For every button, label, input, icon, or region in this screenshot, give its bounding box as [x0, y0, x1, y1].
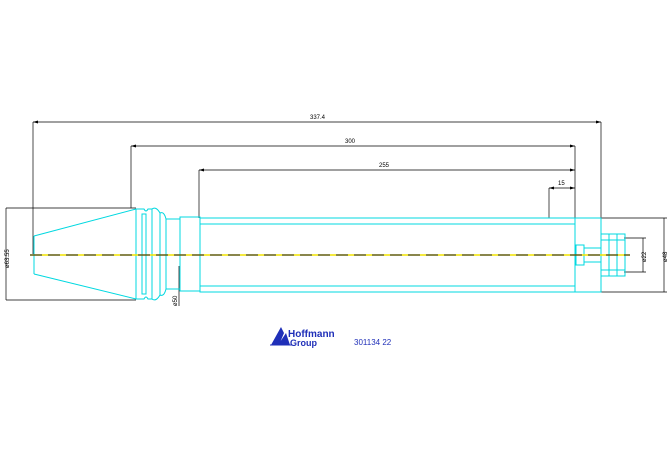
dimension-lines [5, 121, 667, 306]
part-outline [33, 207, 626, 301]
dim-bore-depth: 255 [379, 163, 390, 169]
logo-line2: Group [290, 338, 317, 348]
company-logo: Hoffmann Group [270, 327, 335, 348]
dim-overall-length: 337.4 [310, 115, 326, 121]
dim-bore-diameter: ø22 [642, 251, 648, 262]
dim-shank-diameter: ø50 [173, 295, 179, 306]
dimension-arrows [33, 120, 601, 190]
logo-line1: Hoffmann [288, 329, 335, 340]
logo-emblem-icon [271, 327, 290, 345]
part-number: 301134 22 [354, 338, 392, 347]
dim-taper-diameter: ø63.55 [5, 249, 11, 268]
dim-tip-offset: 15 [558, 181, 565, 187]
dim-outer-diameter: ø48 [663, 251, 669, 262]
dim-body-length: 300 [345, 139, 356, 145]
